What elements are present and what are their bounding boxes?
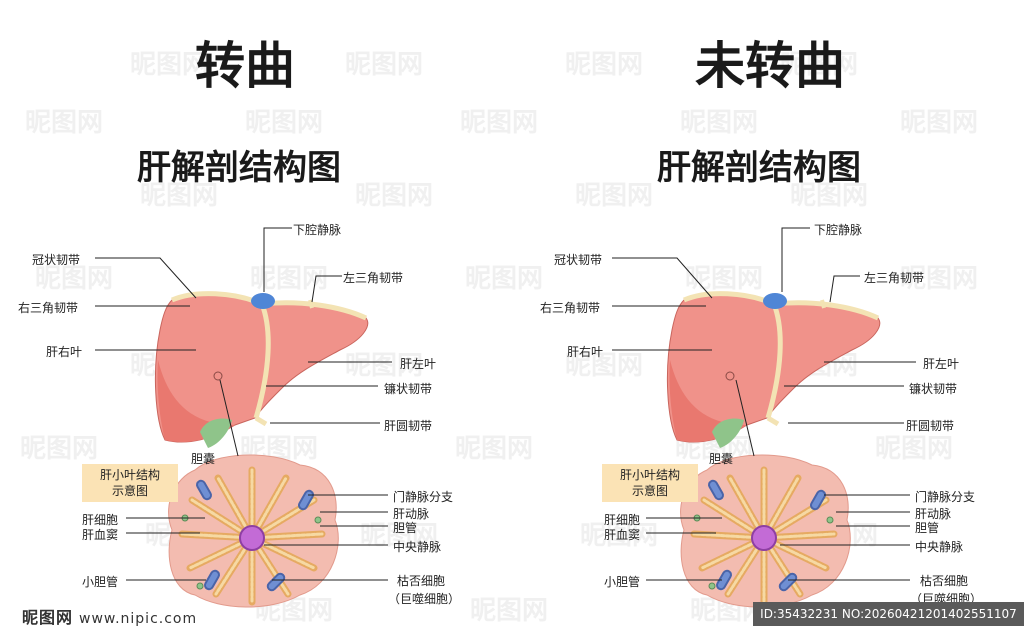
- label-left-lobe: 肝左叶: [400, 357, 437, 371]
- lobule-group: [680, 454, 851, 608]
- lobule-caption-line1: 肝小叶结构: [99, 468, 160, 482]
- diagram-title: 肝解剖结构图: [657, 148, 861, 188]
- left-triangular-ligament: [308, 299, 314, 309]
- panel-converted: 转曲 肝解剖结构图: [18, 37, 461, 608]
- porta-hepatis: [725, 371, 735, 381]
- liver-illustration: [95, 227, 392, 608]
- lobule-group: [168, 454, 339, 608]
- label-bile-ductule: 小胆管: [82, 575, 119, 589]
- label-bile-ductule: 小胆管: [604, 575, 641, 589]
- lobule-caption-box: 肝小叶结构 示意图: [82, 464, 178, 502]
- label-right-triangular-ligament: 右三角韧带: [18, 301, 79, 315]
- liver-illustration: [612, 227, 916, 608]
- label-sinusoid: 肝血窦: [604, 528, 641, 542]
- label-portal-vein-branch: 门静脉分支: [393, 490, 454, 504]
- diagram-title: 肝解剖结构图: [137, 148, 341, 188]
- label-central-vein: 中央静脉: [393, 540, 442, 554]
- label-left-triangular-ligament: 左三角韧带: [864, 271, 925, 285]
- panel-unconverted: 未转曲 肝解剖结构图: [512, 0, 1024, 642]
- label-round-ligament: 肝圆韧带: [906, 419, 955, 433]
- label-kupffer-cell: 枯否细胞: [397, 574, 446, 588]
- label-right-triangular-ligament: 右三角韧带: [540, 301, 601, 315]
- label-ivc: 下腔静脉: [814, 223, 863, 237]
- brand-logo-text: 昵图网: [22, 608, 74, 627]
- label-falciform-ligament: 镰状韧带: [384, 382, 433, 396]
- round-ligament: [766, 415, 780, 427]
- falciform-ligament: [253, 303, 271, 419]
- label-bile-duct: 胆管: [393, 521, 418, 535]
- label-hepatocyte: 肝细胞: [604, 513, 641, 527]
- label-round-ligament: 肝圆韧带: [384, 419, 433, 433]
- label-right-lobe: 肝右叶: [46, 345, 83, 359]
- label-gallbladder: 胆囊: [191, 452, 216, 466]
- liver-group: [666, 291, 881, 448]
- label-ivc: 下腔静脉: [293, 223, 342, 237]
- site-footer-brand: 昵图网 www.nipic.com: [22, 604, 197, 628]
- portal-triads: [708, 479, 826, 592]
- label-hepatic-artery: 肝动脉: [915, 507, 952, 521]
- label-left-lobe: 肝左叶: [923, 357, 960, 371]
- porta-hepatis: [213, 371, 223, 381]
- inferior-vena-cava: [251, 293, 275, 309]
- label-kupffer-cell: 枯否细胞: [920, 574, 969, 588]
- lobule-caption-line1: 肝小叶结构: [619, 468, 680, 482]
- inferior-vena-cava: [763, 293, 787, 309]
- gallbladder: [712, 418, 744, 448]
- lobule-caption-line2: 示意图: [111, 484, 148, 498]
- label-gallbladder: 胆囊: [709, 452, 734, 466]
- label-falciform-ligament: 镰状韧带: [909, 382, 958, 396]
- lobule-caption-box: 肝小叶结构 示意图: [602, 464, 698, 502]
- falciform-ligament: [765, 303, 783, 419]
- label-macrophage: （巨噬细胞）: [388, 592, 461, 606]
- gallbladder: [200, 418, 232, 448]
- leader-lines: [612, 227, 916, 581]
- liver-group: [154, 291, 369, 448]
- label-central-vein: 中央静脉: [915, 540, 964, 554]
- label-left-triangular-ligament: 左三角韧带: [343, 271, 404, 285]
- left-triangular-ligament: [820, 299, 826, 309]
- label-hepatic-artery: 肝动脉: [393, 507, 430, 521]
- panel-title: 未转曲: [695, 37, 845, 95]
- round-ligament: [254, 415, 268, 427]
- label-sinusoid: 肝血窦: [82, 528, 119, 542]
- liver-shade: [157, 360, 235, 443]
- central-vein: [751, 525, 777, 551]
- panel-title: 转曲: [195, 37, 295, 95]
- label-coronary-ligament: 冠状韧带: [32, 253, 81, 267]
- label-right-lobe: 肝右叶: [567, 345, 604, 359]
- image-id-bar: ID:35432231 NO:20260421201402551107: [753, 602, 1024, 626]
- central-vein: [239, 525, 265, 551]
- lobule-caption-line2: 示意图: [631, 484, 668, 498]
- label-coronary-ligament: 冠状韧带: [554, 253, 603, 267]
- site-url[interactable]: www.nipic.com: [79, 611, 198, 627]
- leader-lines: [95, 227, 392, 581]
- label-bile-duct: 胆管: [915, 521, 940, 535]
- portal-triads: [196, 479, 314, 592]
- label-hepatocyte: 肝细胞: [82, 513, 119, 527]
- bile-ductules: [693, 514, 834, 590]
- label-portal-vein-branch: 门静脉分支: [915, 490, 976, 504]
- liver-shade: [669, 360, 747, 443]
